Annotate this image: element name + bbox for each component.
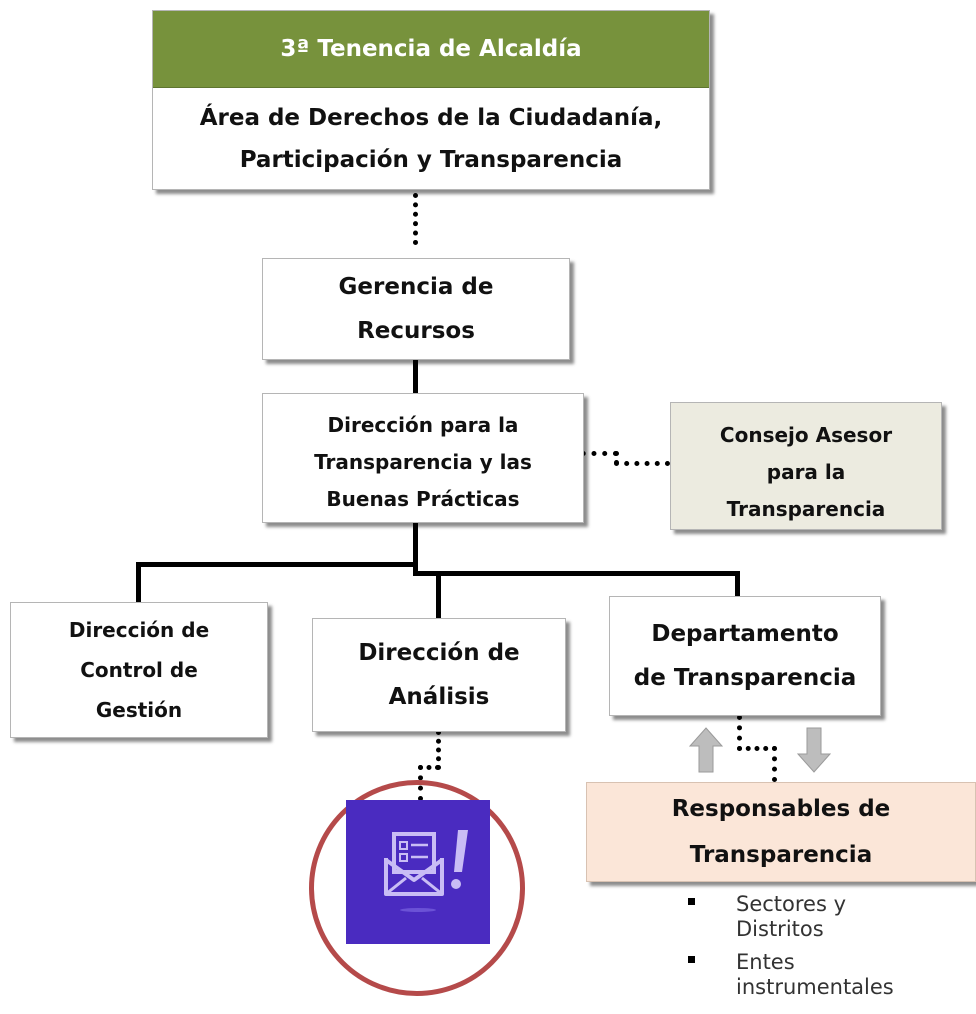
connector-gerencia-direccion xyxy=(413,357,418,395)
responsables-line1: Responsables de xyxy=(671,796,891,822)
connector-bus-right xyxy=(413,571,740,576)
departamento-box: Departamento de Transparencia xyxy=(609,596,881,716)
control-gestion-line2: Control de xyxy=(80,658,198,682)
area-derechos-box: 3ª Tenencia de Alcaldía Área de Derechos… xyxy=(152,10,710,190)
consejo-line1: Consejo Asesor xyxy=(719,423,893,447)
bullet-square-icon xyxy=(688,898,695,905)
control-gestion-line3: Gestión xyxy=(95,698,183,722)
direccion-transparencia-line1: Dirección para la xyxy=(327,413,519,437)
departamento-line2: de Transparencia xyxy=(633,665,857,691)
connector-trunk-analisis xyxy=(413,562,418,576)
tenencia-header: 3ª Tenencia de Alcaldía xyxy=(153,11,709,88)
analisis-line2: Análisis xyxy=(388,684,490,710)
connector-direccion-trunk xyxy=(413,520,418,572)
connector-bus-control xyxy=(136,562,141,602)
gerencia-recursos-box: Gerencia de Recursos xyxy=(262,258,570,360)
connector-direccion-consejo-c xyxy=(614,461,670,466)
bullet-square-icon xyxy=(688,956,695,963)
tenencia-header-text: 3ª Tenencia de Alcaldía xyxy=(280,36,582,62)
connector-analisis-mailbox-b xyxy=(418,765,440,770)
connector-bus-analisis xyxy=(436,571,441,618)
connector-analisis-mailbox-a xyxy=(436,730,441,770)
arrow-down-icon xyxy=(796,727,832,773)
list-item-text: Sectores y Distritos xyxy=(736,892,847,941)
responsables-line2: Transparencia xyxy=(689,842,873,868)
list-item: Entes instrumentales xyxy=(688,950,894,1000)
highlight-circle xyxy=(309,780,525,996)
connector-bus-left xyxy=(136,562,418,567)
consejo-line3: Transparencia xyxy=(726,497,886,521)
direccion-transparencia-line2: Transparencia y las xyxy=(314,450,532,474)
arrow-up-icon xyxy=(688,727,724,773)
direccion-transparencia-box: Dirección para la Transparencia y las Bu… xyxy=(262,393,584,523)
area-title-line2: Participación y Transparencia xyxy=(239,147,623,173)
list-item: Sectores y Distritos xyxy=(688,892,888,942)
mailbox-complaint-icon xyxy=(384,830,468,912)
mailbox-tile[interactable] xyxy=(346,800,490,944)
connector-direccion-consejo-b xyxy=(614,451,619,465)
connector-bus-departamento xyxy=(735,571,740,598)
area-title-line1: Área de Derechos de la Ciudadanía, xyxy=(199,105,663,131)
control-gestion-box: Dirección de Control de Gestión xyxy=(10,602,268,738)
connector-depto-responsables-b xyxy=(737,746,777,751)
connector-area-gerencia xyxy=(413,193,418,245)
consejo-line2: para la xyxy=(766,460,846,484)
gerencia-line2: Recursos xyxy=(357,318,475,344)
departamento-line1: Departamento xyxy=(651,621,839,647)
direccion-transparencia-line3: Buenas Prácticas xyxy=(326,487,520,511)
responsables-list: Sectores y Distritos Entes instrumentale… xyxy=(688,892,894,1008)
consejo-asesor-box: Consejo Asesor para la Transparencia xyxy=(670,402,942,530)
control-gestion-line1: Dirección de xyxy=(68,618,210,642)
connector-depto-responsables-a xyxy=(737,715,742,751)
connector-depto-responsables-c xyxy=(772,746,777,782)
responsables-box: Responsables de Transparencia xyxy=(586,782,976,882)
analisis-box: Dirección de Análisis xyxy=(312,618,566,732)
gerencia-line1: Gerencia de xyxy=(338,274,494,300)
analisis-line1: Dirección de xyxy=(358,640,520,666)
connector-direccion-consejo-a xyxy=(570,451,618,456)
list-item-text: Entes instrumentales xyxy=(736,950,894,999)
